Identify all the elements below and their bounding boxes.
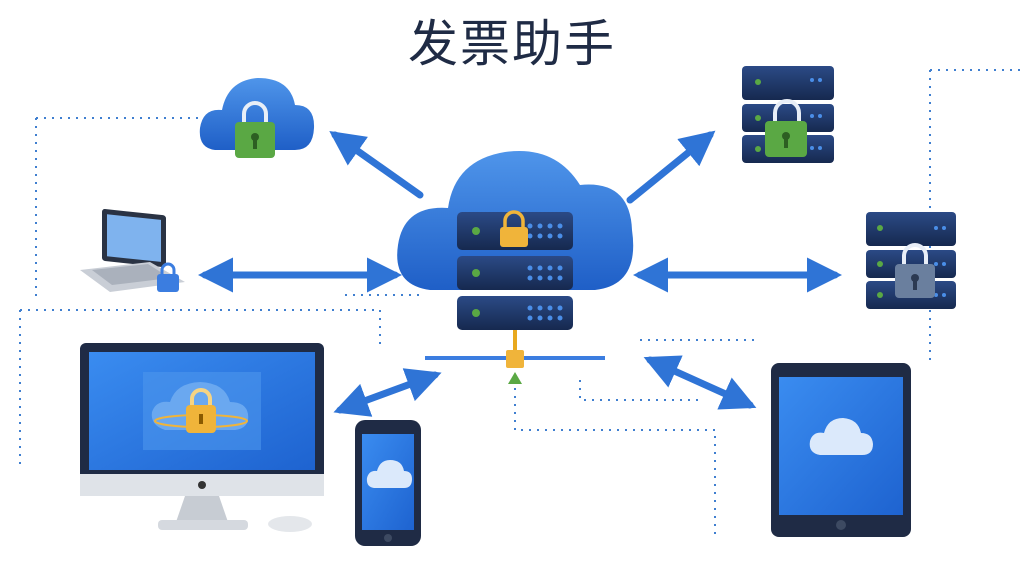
bus-line	[425, 330, 605, 384]
lock-icon	[157, 262, 179, 292]
cloud-lock-icon	[199, 78, 315, 158]
server-lock-icon	[742, 66, 834, 163]
server-stack-icon	[457, 210, 573, 330]
lock-icon	[500, 210, 528, 247]
arrow-to-cloud	[329, 130, 424, 199]
central-cloud-server-icon	[397, 150, 634, 330]
arrow-to-server-top	[626, 130, 716, 204]
lock-icon	[186, 388, 216, 433]
uplink-arrow-icon	[508, 372, 522, 384]
page-title: 发票助手	[408, 15, 616, 73]
laptop-icon	[80, 209, 185, 292]
arrow-to-tablet	[643, 355, 757, 410]
server-lock-icon	[866, 212, 956, 309]
phone-icon	[355, 420, 421, 546]
tablet-icon	[771, 363, 911, 537]
monitor-icon	[80, 343, 324, 532]
arrows	[198, 130, 842, 417]
arrow-to-monitor	[333, 368, 442, 417]
